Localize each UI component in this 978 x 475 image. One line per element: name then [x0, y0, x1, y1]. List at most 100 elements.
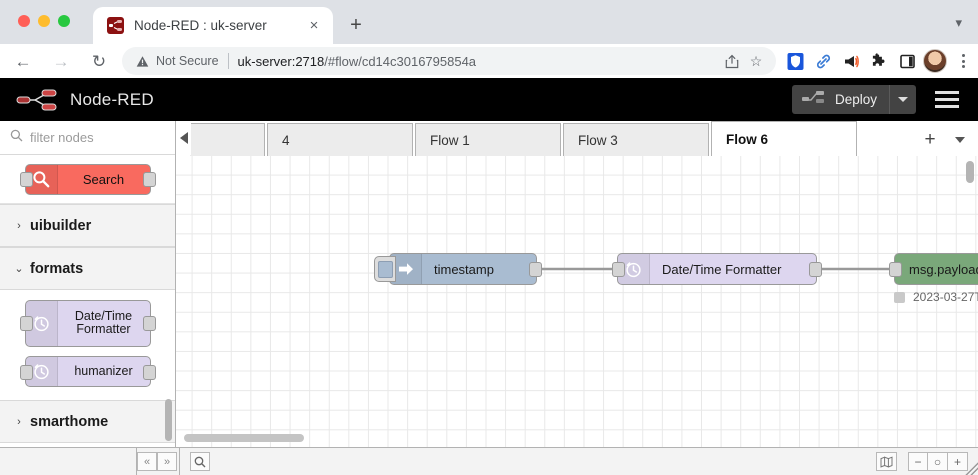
back-button[interactable]: ← [14, 51, 32, 71]
node-input-port[interactable] [19, 364, 33, 380]
puzzle-icon[interactable] [866, 48, 892, 74]
palette-node-label: Search [82, 171, 125, 187]
status-dot-icon [894, 291, 905, 303]
window-controls[interactable] [18, 15, 70, 27]
inject-trigger-button[interactable] [374, 256, 396, 282]
flow-tab-bar: 2 4 Flow 1 Flow 3 Flow 6 + [176, 121, 978, 157]
reload-button[interactable]: ↻ [91, 51, 107, 71]
palette-filter-row[interactable]: filter nodes [0, 121, 175, 155]
palette-item-humanizer[interactable]: humanizer [0, 349, 175, 394]
not-secure-warning-icon [134, 53, 150, 69]
flow-node-debug[interactable]: msg.payload [889, 253, 978, 285]
search-flows-button[interactable] [190, 452, 210, 471]
link-icon[interactable] [810, 48, 836, 74]
collapse-all-button[interactable]: « [137, 452, 157, 471]
palette-node-search[interactable]: Search [19, 163, 156, 195]
chevron-right-icon: › [17, 219, 21, 232]
node-input-port[interactable] [889, 262, 902, 277]
browser-toolbar: ← → ↻ Not Secure uk-server:2718/#flow/cd… [0, 44, 978, 78]
flow-tab-4[interactable]: 4 [267, 123, 413, 156]
palette-category-label: smarthome [30, 413, 109, 430]
shield-icon[interactable] [782, 48, 808, 74]
deploy-button[interactable]: Deploy [791, 85, 916, 114]
zoom-reset-button[interactable]: ○ [928, 452, 948, 471]
minimize-window-button[interactable] [38, 15, 50, 27]
palette-category-label: uibuilder [30, 217, 92, 234]
node-palette: filter nodes Search › uibuilder ⌄ form [0, 121, 176, 447]
resize-grip[interactable] [964, 461, 978, 475]
extensions-area [782, 48, 978, 74]
deploy-label: Deploy [834, 92, 877, 107]
add-flow-button[interactable]: + [924, 128, 936, 150]
palette-pinned-node-row: Search [0, 155, 175, 204]
avatar[interactable] [922, 48, 948, 74]
new-tab-button[interactable]: + [350, 14, 362, 36]
close-tab-button[interactable]: × [309, 17, 319, 34]
zoom-controls: − ○ + [908, 452, 968, 471]
flow-node-status: 2023-03-27T10:12:46.986Z [894, 290, 978, 304]
chevron-right-icon: › [17, 415, 21, 428]
deploy-dropdown-button[interactable] [890, 85, 916, 114]
browser-tab-title: Node-RED : uk-server [134, 18, 267, 33]
flow-tab-flow-1[interactable]: Flow 1 [415, 123, 561, 156]
expand-all-button[interactable]: » [157, 452, 177, 471]
node-output-port[interactable] [529, 262, 542, 277]
node-input-port[interactable] [612, 262, 625, 277]
status-text: 2023-03-27T10:12:46.986Z [913, 290, 978, 304]
url-host: uk-server:2718 [237, 53, 325, 69]
node-output-port[interactable] [809, 262, 822, 277]
flow-node-label: msg.payload [909, 261, 978, 277]
flow-workspace: 2 4 Flow 1 Flow 3 Flow 6 + [176, 121, 978, 447]
forward-button[interactable]: → [52, 51, 70, 71]
browser-tab[interactable]: Node-RED : uk-server × [93, 7, 333, 44]
palette-category-smarthome[interactable]: › smarthome [0, 400, 175, 443]
url-text: uk-server:2718/#flow/cd14c3016795854a [238, 54, 720, 69]
flow-tab-flow-3[interactable]: Flow 3 [563, 123, 709, 156]
deploy-button-main[interactable]: Deploy [792, 85, 889, 114]
footer-divider [136, 448, 137, 475]
close-window-button[interactable] [18, 15, 30, 27]
tab-list-chevron-icon[interactable]: ▾ [955, 15, 962, 30]
browser-tab-strip: Node-RED : uk-server × + ▾ [0, 0, 978, 44]
navigator-map-button[interactable] [876, 452, 897, 471]
flow-node-datetime-formatter[interactable]: Date/Time Formatter [612, 253, 822, 285]
canvas-vertical-scrollbar[interactable] [966, 161, 974, 183]
node-red-logo-icon [16, 89, 60, 111]
browser-menu-button[interactable] [950, 48, 976, 74]
palette-node-label: Date/Time Formatter [74, 309, 133, 336]
node-input-port[interactable] [19, 316, 33, 331]
flow-canvas[interactable]: timestamp Date/Time Formatter msg.payloa… [176, 156, 978, 447]
flow-tab-2[interactable]: 2 [190, 123, 265, 156]
node-output-port[interactable] [142, 172, 156, 187]
node-output-port[interactable] [142, 364, 156, 380]
share-icon[interactable] [720, 49, 744, 73]
palette-category-formats[interactable]: ⌄ formats [0, 247, 175, 290]
node-red-brand-title: Node-RED [70, 89, 154, 109]
zoom-out-button[interactable]: − [908, 452, 928, 471]
palette-category-label: formats [30, 260, 84, 277]
palette-scrollbar[interactable] [165, 399, 172, 441]
bookmark-star-icon[interactable]: ☆ [749, 52, 763, 69]
node-red-main: filter nodes Search › uibuilder ⌄ form [0, 121, 978, 447]
palette-category-uibuilder[interactable]: › uibuilder [0, 204, 175, 247]
flow-list-menu-button[interactable] [950, 134, 970, 146]
flow-node-inject[interactable]: timestamp [374, 253, 542, 285]
address-bar[interactable]: Not Secure uk-server:2718/#flow/cd14c301… [122, 47, 776, 75]
canvas-horizontal-scrollbar[interactable] [184, 434, 304, 442]
node-input-port[interactable] [19, 172, 33, 187]
flow-tab-label: 4 [282, 132, 290, 148]
megaphone-icon[interactable] [838, 48, 864, 74]
side-panel-icon[interactable] [894, 48, 920, 74]
maximize-window-button[interactable] [58, 15, 70, 27]
footer-bar: « » − ○ + [0, 447, 978, 475]
hamburger-icon[interactable] [930, 85, 964, 115]
palette-item-datetime-formatter[interactable]: Date/Time Formatter [0, 297, 175, 349]
flow-tab-label: Flow 6 [726, 131, 769, 147]
tab-scroll-left-button[interactable] [176, 121, 191, 155]
flow-node-label: Date/Time Formatter [662, 261, 782, 277]
node-output-port[interactable] [142, 316, 156, 331]
palette-node-datetime-formatter[interactable]: Date/Time Formatter [19, 299, 156, 347]
flow-tabs: 2 4 Flow 1 Flow 3 Flow 6 [190, 121, 908, 156]
flow-tab-flow-6[interactable]: Flow 6 [711, 121, 857, 156]
palette-node-humanizer[interactable]: humanizer [19, 356, 156, 387]
